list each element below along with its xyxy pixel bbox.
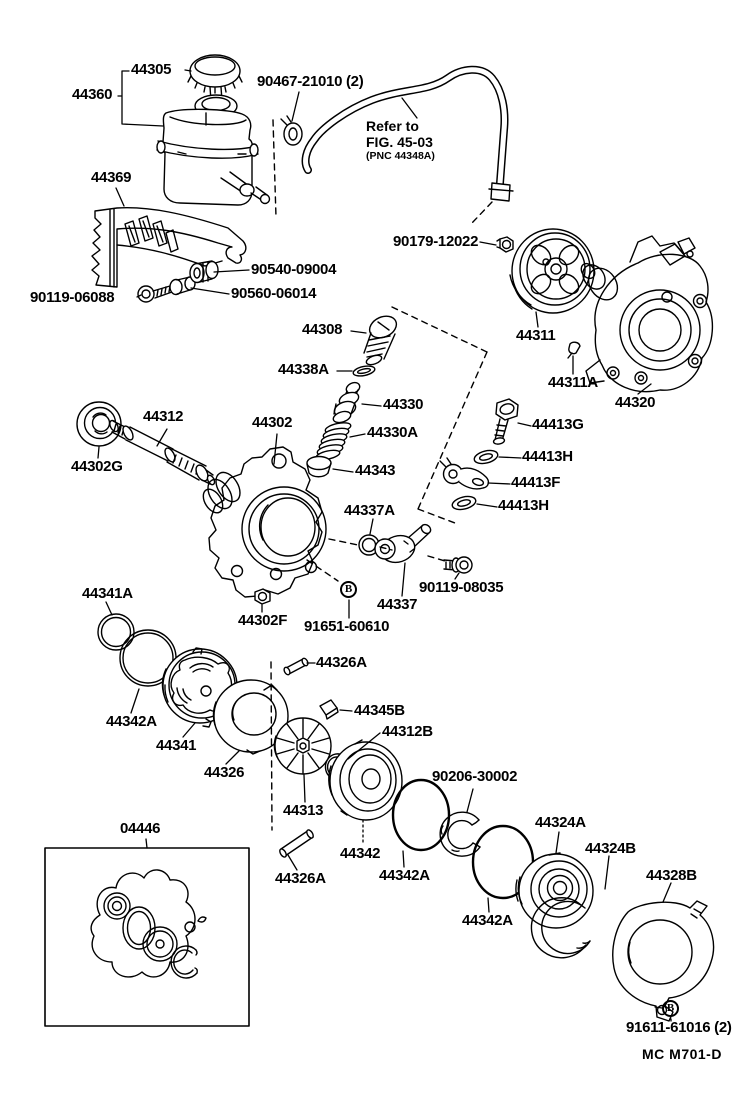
bolt-90119-08035-drawing (443, 556, 473, 574)
part-label-44413G: 44413G (532, 416, 584, 433)
part-label-44330A: 44330A (367, 424, 418, 441)
part-label-44342: 44342 (340, 845, 381, 862)
part-label-44326A-top: 44326A (316, 654, 367, 671)
part-label-90206-30002: 90206-30002 (432, 768, 518, 785)
hose-clamp-drawing (280, 115, 303, 146)
washer-44413H-upper-drawing (473, 449, 499, 465)
spring-44330A-drawing (315, 422, 352, 461)
part-label-44302G: 44302G (71, 458, 123, 475)
bracket-drawing (91, 206, 247, 288)
part-label-44413H-lower: 44413H (498, 497, 549, 514)
rotor-44313-drawing (273, 717, 332, 775)
part-label-44337A: 44337A (344, 502, 395, 519)
part-label-44341: 44341 (156, 737, 197, 754)
bearing-drawing (76, 401, 122, 447)
reference-note-line3: (PNC 44348A) (366, 150, 435, 163)
part-label-44324B: 44324B (585, 840, 636, 857)
nut-44302F-drawing (254, 588, 271, 605)
snap-ring-44324B-drawing (530, 897, 591, 959)
part-label-44328B: 44328B (646, 867, 697, 884)
part-label-44345B: 44345B (354, 702, 405, 719)
rear-housing-44324A-drawing (515, 852, 594, 929)
reference-note-line2: FIG. 45-03 (366, 134, 433, 151)
shaft-drawing (109, 419, 216, 486)
valve-44308-drawing (363, 315, 398, 366)
union-44337-drawing (374, 523, 432, 564)
part-label-44341A: 44341A (82, 585, 133, 602)
part-label-44311: 44311 (516, 327, 556, 344)
part-label-44326: 44326 (204, 764, 245, 781)
part-label-44413H-upper: 44413H (522, 448, 573, 465)
side-plate-44342-drawing (328, 739, 403, 821)
part-label-90119-08035: 90119-08035 (419, 579, 504, 596)
plug-44343-drawing (306, 455, 332, 478)
oring-44342A-2-drawing (391, 778, 451, 852)
wave-washer-90206-30002-drawing (439, 811, 481, 857)
part-label-90467-21010: 90467-21010 (2) (257, 73, 364, 90)
figure-code: MC M701-D (642, 1046, 722, 1062)
part-label-44369: 44369 (91, 169, 132, 186)
part-label-44312: 44312 (143, 408, 184, 425)
pin-44326A-bottom-drawing (279, 829, 314, 858)
pulley-drawing (509, 228, 595, 314)
straight-pin-drawing (567, 341, 581, 359)
front-housing-drawing (202, 446, 327, 598)
part-label-44308: 44308 (302, 321, 343, 338)
part-label-04446: 04446 (120, 820, 161, 837)
oring-44341A-drawing (97, 613, 135, 651)
nut-90179-12022-drawing (496, 236, 514, 253)
part-label-44312B: 44312B (382, 723, 433, 740)
reservoir-tank-drawing (156, 108, 271, 206)
part-label-90179-12022: 90179-12022 (393, 233, 479, 250)
part-label-44305: 44305 (131, 61, 172, 78)
ring-44326-drawing (212, 679, 289, 755)
part-label-44337: 44337 (377, 596, 418, 613)
valve-44330-drawing (332, 381, 361, 424)
circled-b-symbol-1: B (340, 581, 357, 598)
reservoir-cap-drawing (187, 54, 243, 118)
washer-44413H-lower-drawing (451, 495, 477, 511)
dashed-guide-lines (270, 119, 493, 831)
vane-44345B-drawing (319, 699, 339, 720)
part-label-91651-60610: 91651-60610 (304, 618, 390, 635)
pin-44326A-top-drawing (283, 657, 309, 676)
part-label-44311A: 44311A (548, 374, 598, 391)
part-label-44360: 44360 (72, 86, 113, 103)
part-label-44342A-2: 44342A (379, 867, 430, 884)
part-label-44342A-1: 44342A (106, 713, 157, 730)
hose-drawing (301, 65, 514, 202)
part-label-44330: 44330 (383, 396, 424, 413)
leader-lines (97, 69, 672, 1022)
part-label-44413F: 44413F (511, 474, 561, 491)
part-label-91611-61016: 91611-61016 (2) (626, 1019, 732, 1036)
bolt-90119-06088-drawing (137, 285, 173, 303)
seal-kit-box-drawing (44, 847, 250, 1027)
part-label-90540-09004: 90540-09004 (251, 261, 337, 278)
part-label-44302F: 44302F (238, 612, 288, 629)
part-label-44342A-3: 44342A (462, 912, 513, 929)
collar-90540-09004-drawing (189, 260, 219, 284)
part-label-44320: 44320 (615, 394, 656, 411)
part-label-44343: 44343 (355, 462, 396, 479)
part-label-44338A: 44338A (278, 361, 329, 378)
part-label-44302: 44302 (252, 414, 293, 431)
part-label-44313: 44313 (283, 802, 324, 819)
reference-note-line1: Refer to (366, 118, 419, 134)
part-label-44324A: 44324A (535, 814, 586, 831)
part-label-90560-06014: 90560-06014 (231, 285, 317, 302)
part-label-90119-06088: 90119-06088 (30, 289, 115, 306)
rear-plate-44328B-drawing (612, 900, 715, 1022)
oring-44338A-drawing (352, 365, 376, 377)
part-label-44326A-bottom: 44326A (275, 870, 326, 887)
pump-body-drawing (580, 235, 713, 393)
clamp-44413F-drawing (439, 457, 490, 490)
reference-note: Refer to FIG. 45-03 (PNC 44348A) (366, 118, 435, 163)
bolt-44413G-drawing (492, 398, 519, 445)
circled-b-symbol-2: B (662, 1000, 679, 1017)
